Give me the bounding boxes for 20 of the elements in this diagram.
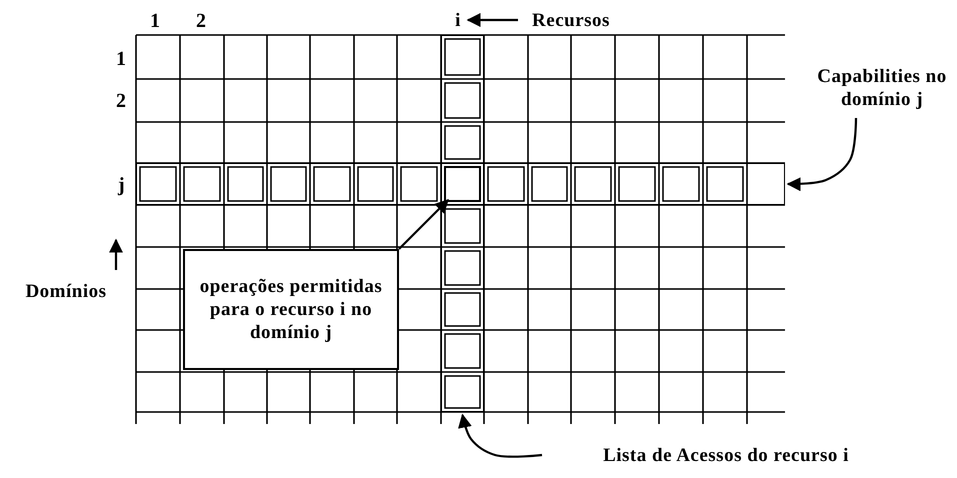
row-label: 2 bbox=[116, 90, 126, 112]
annotation-text: Recursos bbox=[532, 8, 610, 32]
annotation-text: Lista de Acessos do recurso i bbox=[603, 444, 849, 466]
curved-arrow bbox=[458, 414, 542, 458]
curved-arrow bbox=[109, 238, 123, 270]
column-number: 1 bbox=[150, 10, 160, 32]
matrix-cell bbox=[444, 166, 481, 202]
domain-row-strip bbox=[136, 163, 785, 205]
column-number: 2 bbox=[196, 10, 206, 32]
curved-arrow bbox=[466, 13, 518, 27]
row-label: 1 bbox=[116, 48, 126, 70]
callout-text: operações permitidas para o recurso i no domínio j bbox=[198, 275, 384, 344]
leader-arrow bbox=[398, 199, 449, 250]
callout-box bbox=[183, 249, 399, 370]
annotation-text: Domínios bbox=[25, 280, 107, 302]
column-label: i bbox=[455, 8, 461, 32]
resource-column-strip bbox=[441, 35, 484, 412]
row-label: j bbox=[118, 174, 125, 196]
annotation-text: Capabilities no domínio j bbox=[816, 65, 948, 111]
curved-arrow bbox=[786, 118, 858, 192]
